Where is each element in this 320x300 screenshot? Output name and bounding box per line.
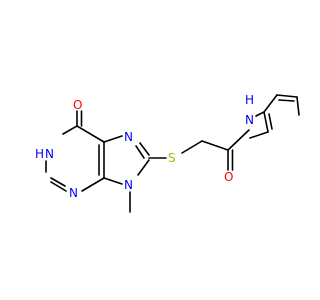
bond-carbonyl-n xyxy=(227,129,250,151)
bond-ph-1-2 xyxy=(263,94,278,113)
bond-n7-c8 xyxy=(139,142,150,156)
atom-nitrogen-n3: N xyxy=(69,186,78,200)
molecule-structure-diagram: O H N N N N S O N H xyxy=(35,93,300,213)
bond-n3-c4 xyxy=(81,177,105,192)
bond-ph-6-5 xyxy=(249,131,269,139)
bond-n7-c8-double xyxy=(135,145,145,159)
bond-c5-c6 xyxy=(76,125,105,143)
atom-hydrogen-nh-ring: H xyxy=(35,147,44,161)
bond-c2-n3-double xyxy=(50,177,66,187)
atom-nitrogen-n1: N xyxy=(45,147,54,161)
bond-n-phenyl xyxy=(255,111,265,117)
bond-ph-3-4 xyxy=(296,96,300,116)
atom-sulfur: S xyxy=(168,151,176,165)
atom-hydrogen-amide: H xyxy=(245,93,254,107)
bond-c5-n7 xyxy=(103,135,123,143)
bond-ph-1-6 xyxy=(263,111,269,133)
bond-ch2-carbonyl xyxy=(201,140,229,151)
bond-s-ch2 xyxy=(181,140,203,154)
bond-layer xyxy=(45,94,300,213)
atom-label-layer: O H N N N N S O N H xyxy=(35,93,254,200)
bond-ph-2-3 xyxy=(276,94,298,98)
bond-c6-n1 xyxy=(62,125,78,135)
atom-oxygen-amide: O xyxy=(224,170,233,184)
bond-c8-n9 xyxy=(137,159,150,176)
bond-ph-1-6-double xyxy=(268,113,273,130)
bond-ph-2-3-double xyxy=(278,99,295,102)
atom-nitrogen-n9: N xyxy=(124,178,133,192)
bond-n9-c4 xyxy=(103,177,123,185)
atom-nitrogen-amide: N xyxy=(245,113,254,127)
atom-nitrogen-n7: N xyxy=(124,130,133,144)
atom-oxygen-ring-carbonyl: O xyxy=(73,98,82,112)
bond-c2-n3 xyxy=(50,181,67,192)
